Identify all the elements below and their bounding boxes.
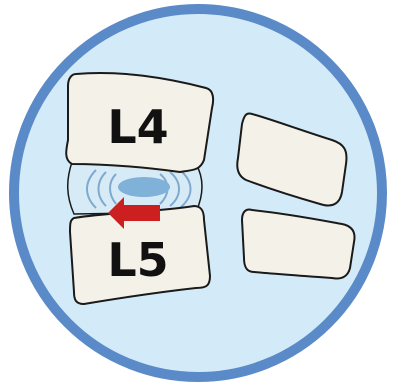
posterior-element-lower: [240, 208, 356, 280]
disc-rings: [86, 169, 192, 209]
vertebra-l4: [65, 71, 215, 174]
vertebra-l4-label: L4: [107, 100, 168, 154]
posterior-element-upper: [236, 112, 348, 207]
vertebra-l5: [68, 204, 212, 306]
arrow-left-icon: [108, 197, 160, 229]
disc-nucleus: [118, 177, 170, 197]
vertebra-l5-label: L5: [107, 233, 168, 287]
